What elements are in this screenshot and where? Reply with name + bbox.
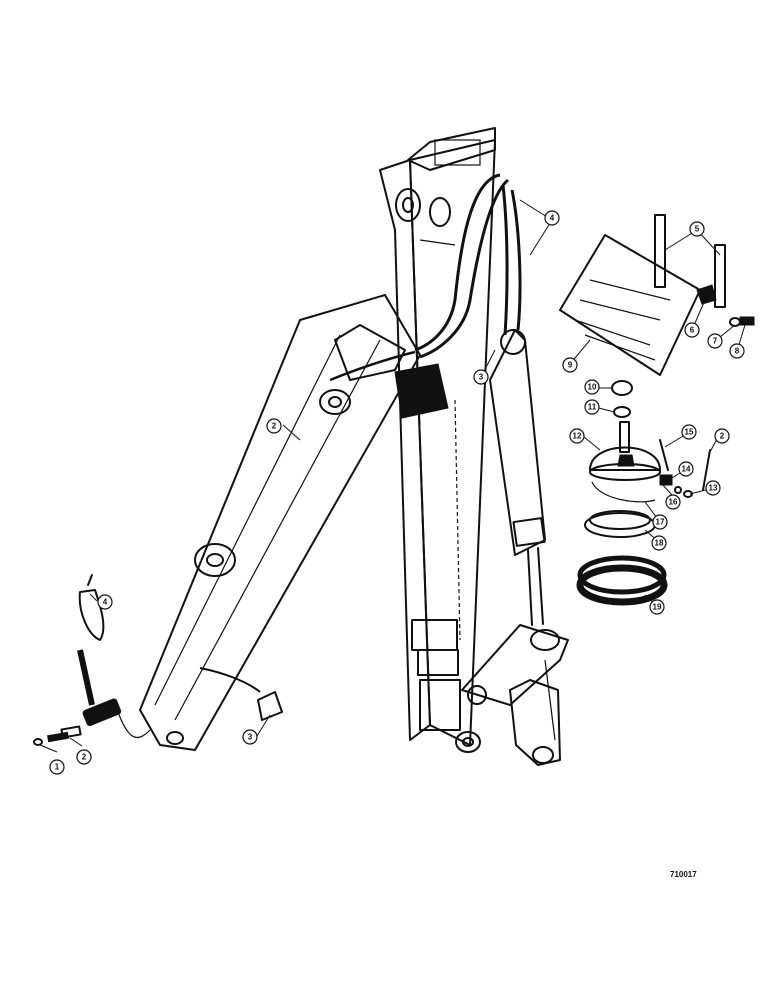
callout-label: 16	[669, 498, 678, 507]
callout-1: 1	[49, 759, 65, 775]
callout-15: 15	[681, 424, 697, 440]
callout-19: 19	[649, 599, 665, 615]
callout-label: 5	[695, 225, 700, 234]
callout-label: 7	[713, 337, 718, 346]
swivel-parts-group	[576, 380, 711, 606]
callout-10: 10	[584, 379, 600, 395]
callout-14: 14	[678, 461, 694, 477]
callout-label: 2	[82, 753, 87, 762]
callout-label: 9	[568, 361, 573, 370]
callout-label: 2	[272, 422, 277, 431]
loose-hose-parts	[33, 574, 283, 746]
callout-label: 4	[103, 598, 108, 607]
callout-label: 3	[479, 373, 484, 382]
figure-reference-number: 710017	[670, 870, 697, 879]
callout-16: 16	[665, 494, 681, 510]
callout-label: 13	[709, 484, 718, 493]
callout-label: 15	[685, 428, 694, 437]
callout-label: 11	[588, 403, 597, 412]
callout-13: 13	[705, 480, 721, 496]
callout-2: 2	[714, 428, 730, 444]
hydraulic-cylinder	[461, 329, 569, 766]
callout-7: 7	[707, 333, 723, 349]
callout-4: 4	[544, 210, 560, 226]
callout-label: 14	[682, 465, 691, 474]
callout-label: 10	[588, 383, 597, 392]
callout-label: 8	[735, 347, 740, 356]
callout-3: 3	[473, 369, 489, 385]
callout-5: 5	[689, 221, 705, 237]
callout-2: 2	[266, 418, 282, 434]
dipper-arm	[139, 294, 421, 751]
callout-label: 12	[573, 432, 582, 441]
callout-label: 1	[55, 763, 60, 772]
callout-9: 9	[562, 357, 578, 373]
callout-label: 6	[690, 326, 695, 335]
callout-label: 19	[653, 603, 662, 612]
callout-2: 2	[76, 749, 92, 765]
callout-8: 8	[729, 343, 745, 359]
callout-3: 3	[242, 729, 258, 745]
boom-hoses	[329, 173, 522, 382]
callout-label: 3	[248, 733, 253, 742]
callout-label: 17	[656, 518, 665, 527]
callout-17: 17	[652, 514, 668, 530]
callout-4: 4	[97, 594, 113, 610]
callout-label: 4	[550, 214, 555, 223]
callout-label: 2	[720, 432, 725, 441]
callout-6: 6	[684, 322, 700, 338]
callout-12: 12	[569, 428, 585, 444]
guard-plate-group	[559, 214, 755, 376]
boom-assembly	[379, 127, 496, 753]
callout-label: 18	[655, 539, 664, 548]
callouts: 1 2 3 4 2 3 4 5 6 7 8 9 10 11 12 15 2 14…	[39, 199, 746, 775]
callout-11: 11	[584, 399, 600, 415]
callout-18: 18	[651, 535, 667, 551]
